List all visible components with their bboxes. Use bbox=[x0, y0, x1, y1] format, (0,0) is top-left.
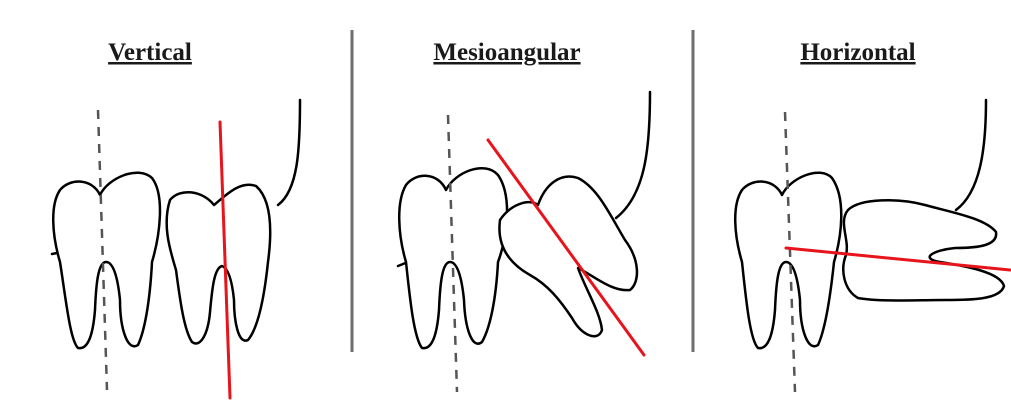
panel-title-mesioangular: Mesioangular bbox=[433, 39, 580, 66]
ramus-line-vertical bbox=[278, 100, 300, 205]
panel-title-horizontal: Horizontal bbox=[800, 39, 915, 66]
panel-title-vertical: Vertical bbox=[108, 39, 192, 66]
third-molar-vertical bbox=[167, 185, 271, 344]
panel-mesioangular: Mesioangular bbox=[398, 39, 650, 392]
ramus-line-horizontal bbox=[956, 100, 986, 210]
ramus-line-mesioangular bbox=[616, 92, 650, 218]
panel-horizontal: Horizontal bbox=[735, 39, 1010, 392]
panel-vertical: Vertical bbox=[52, 39, 300, 398]
second-molar-vertical bbox=[53, 173, 160, 348]
third-molar-horizontal bbox=[843, 200, 1004, 300]
third-molar-mesioangular bbox=[499, 177, 637, 337]
